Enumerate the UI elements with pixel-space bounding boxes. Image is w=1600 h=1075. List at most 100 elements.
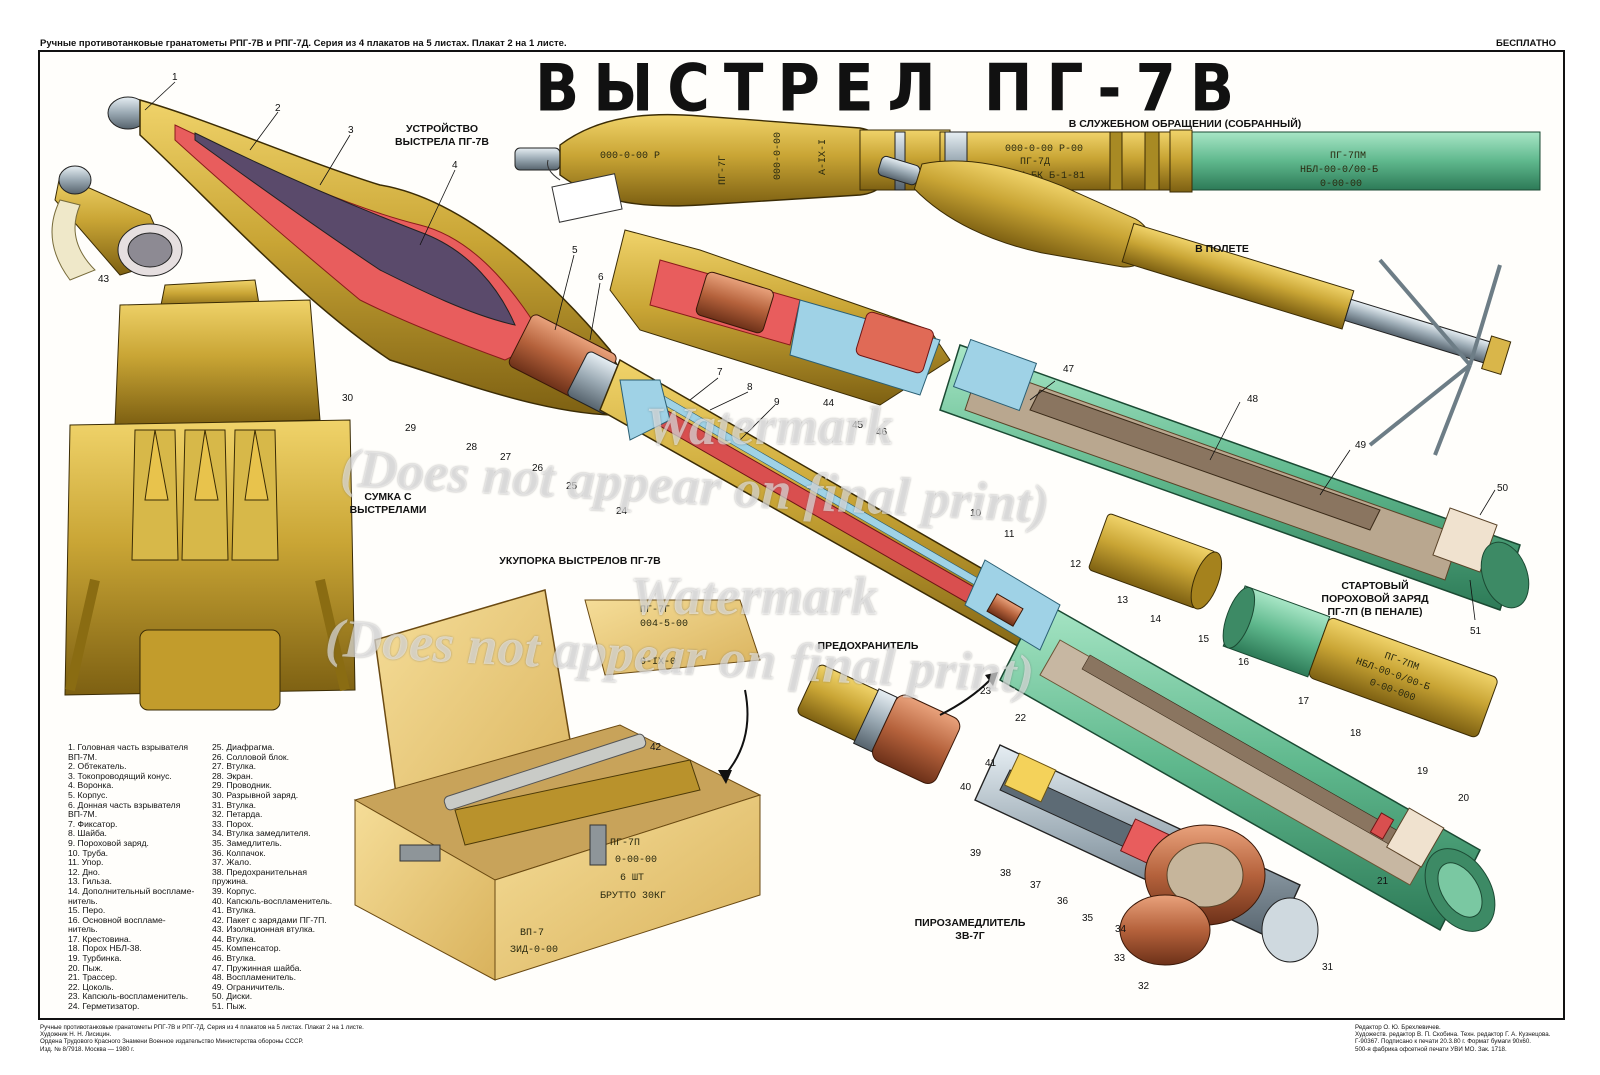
label-packing: УКУПОРКА ВЫСТРЕЛОВ ПГ-7В	[499, 555, 661, 567]
callout-42: 42	[650, 742, 662, 753]
legend-item: ВП-7М.	[68, 751, 98, 762]
legend-item: 13. Гильза.	[68, 876, 112, 887]
callout-15: 15	[1198, 634, 1210, 645]
legend-item: 35. Замедлитель.	[212, 837, 282, 848]
ammo-bag	[64, 279, 356, 711]
callout-48: 48	[1247, 394, 1259, 405]
footer-line: 500-я фабрика офсетной печати УВИ МО. За…	[1355, 1045, 1507, 1053]
legend-column-2: 25. Диафрагма. 26. Солловой блок. 27. Вт…	[212, 742, 332, 1012]
legend-item: 48. Воспламенитель.	[212, 972, 297, 983]
callout-30: 30	[342, 393, 354, 404]
callout-19: 19	[1417, 766, 1429, 777]
nose-cap-detail	[51, 165, 183, 281]
legend-item: 39. Корпус.	[212, 885, 257, 896]
stencil-box-5: ВП-7	[520, 928, 544, 939]
legend-item: 36. Колпачок.	[212, 847, 266, 858]
callout-43: 43	[98, 274, 110, 285]
stencil-motor-3: РИДСИ-БК Б-1-81	[995, 171, 1085, 182]
callout-9: 9	[774, 397, 780, 408]
callout-6: 6	[598, 272, 604, 283]
legend-item: нитель.	[68, 924, 98, 935]
label-assembled: В СЛУЖЕБНОМ ОБРАЩЕНИИ (СОБРАННЫЙ)	[1068, 118, 1302, 130]
callout-10: 10	[970, 508, 982, 519]
poster-title: ВЫСТРЕЛ ПГ-7В	[535, 50, 1249, 127]
legend-item: 31. Втулка.	[212, 799, 257, 810]
stencil-warhead-3: А-IX-I	[818, 139, 829, 175]
stencil-charge-1: ПГ-7ПМ	[1330, 151, 1366, 162]
charge-case-section	[939, 338, 1530, 611]
legend-item: 45. Компенсатор.	[212, 943, 281, 954]
safety-cap	[797, 664, 998, 784]
stencil-box-2: 0-00-00	[615, 855, 657, 866]
legend-item: 7. Фиксатор.	[68, 818, 118, 829]
legend-item: 1. Головная часть взрывателя	[68, 742, 189, 752]
legend-item: 46. Втулка.	[212, 953, 257, 964]
callout-35: 35	[1082, 913, 1094, 924]
callout-22: 22	[1015, 713, 1027, 724]
header-series-text: Ручные противотанковые гранатометы РПГ-7…	[40, 38, 567, 49]
footer-left: Ручные противотанковые гранатометы РПГ-7…	[40, 1024, 364, 1053]
legend-item: 49. Ограничитель.	[212, 981, 285, 992]
legend-item: 5. Корпус.	[68, 789, 108, 800]
callout-13: 13	[1117, 595, 1129, 606]
callout-23: 23	[980, 686, 992, 697]
legend-item: 28. Экран.	[212, 770, 253, 781]
legend-item: 21. Трассер.	[68, 972, 118, 983]
callout-12: 12	[1070, 559, 1082, 570]
legend-item: 42. Пакет с зарядами ПГ-7П.	[212, 914, 327, 925]
stencil-box-lid-2: 004-5-00	[640, 619, 688, 630]
legend-item: 20. Пыж.	[68, 962, 103, 973]
footer-line: Художник Н. Н. Лисицин.	[40, 1031, 112, 1039]
legend-item: 44. Втулка.	[212, 933, 257, 944]
callout-24: 24	[616, 506, 628, 517]
stencil-box-4: БРУТТО 30КГ	[600, 891, 666, 902]
legend-item: 30. Разрывной заряд.	[212, 789, 299, 800]
callout-29: 29	[405, 423, 417, 434]
legend-item: 27. Втулка.	[212, 761, 257, 772]
label-device: УСТРОЙСТВО ВЫСТРЕЛА ПГ-7В	[395, 123, 489, 148]
legend-item: 15. Перо.	[68, 905, 106, 916]
legend-item: 33. Порох.	[212, 818, 254, 829]
callout-32: 32	[1138, 981, 1150, 992]
callout-14: 14	[1150, 614, 1162, 625]
stencil-motor-2: ПГ-7Д	[1020, 157, 1050, 168]
callout-20: 20	[1458, 793, 1470, 804]
stencil-warhead-4: 000-0-00 Р	[600, 151, 660, 162]
legend-item: 4. Воронка.	[68, 780, 114, 791]
legend-item: 38. Предохранительная	[212, 866, 307, 877]
legend-item: 23. Капсюль-воспламенитель.	[68, 991, 189, 1002]
callout-51: 51	[1470, 626, 1482, 637]
callout-25: 25	[566, 481, 578, 492]
callout-3: 3	[348, 125, 354, 136]
callout-16: 16	[1238, 657, 1250, 668]
footer-line: Редактор О. Ю. Брехлевичев.	[1355, 1024, 1441, 1031]
callout-1: 1	[172, 72, 178, 83]
callout-45: 45	[852, 420, 864, 431]
footer-line: Изд. № 8/7918. Москва — 1980 г.	[40, 1045, 135, 1053]
callout-34: 34	[1115, 924, 1127, 935]
legend-column-1: 1. Головная часть взрывателя ВП-7М. 2. О…	[68, 742, 194, 1012]
leader-lines	[144, 81, 1496, 621]
label-charge: СТАРТОВЫЙ ПОРОХОВОЙ ЗАРЯД ПГ-7П (В ПЕНАЛ…	[1321, 580, 1429, 618]
sectioned-round	[107, 96, 1496, 932]
legend-item: 37. Жало.	[212, 857, 252, 868]
legend-item: 22. Цоколь.	[68, 981, 114, 992]
callout-4: 4	[452, 160, 458, 171]
callout-49: 49	[1355, 440, 1367, 451]
callout-46: 46	[876, 427, 888, 438]
footer-line: Ордена Трудового Красного Знамени Военно…	[40, 1038, 304, 1046]
legend-item: 41. Втулка.	[212, 905, 257, 916]
callout-33: 33	[1114, 953, 1126, 964]
label-safety: ПРЕДОХРАНИТЕЛЬ	[817, 640, 919, 652]
callout-50: 50	[1497, 483, 1509, 494]
callout-31: 31	[1322, 962, 1334, 973]
callout-47: 47	[1063, 364, 1075, 375]
legend-item: 43. Изоляционная втулка.	[212, 924, 316, 935]
legend-item: 29. Проводник.	[212, 780, 272, 791]
stencil-box-6: ЗИД-0-00	[510, 945, 558, 956]
legend-item: 9. Пороховой заряд.	[68, 837, 149, 848]
legend-item: 12. Дно.	[68, 866, 101, 877]
label-delay: ПИРОЗАМЕДЛИТЕЛЬ ЗВ-7Г	[914, 917, 1026, 942]
callout-37: 37	[1030, 880, 1042, 891]
